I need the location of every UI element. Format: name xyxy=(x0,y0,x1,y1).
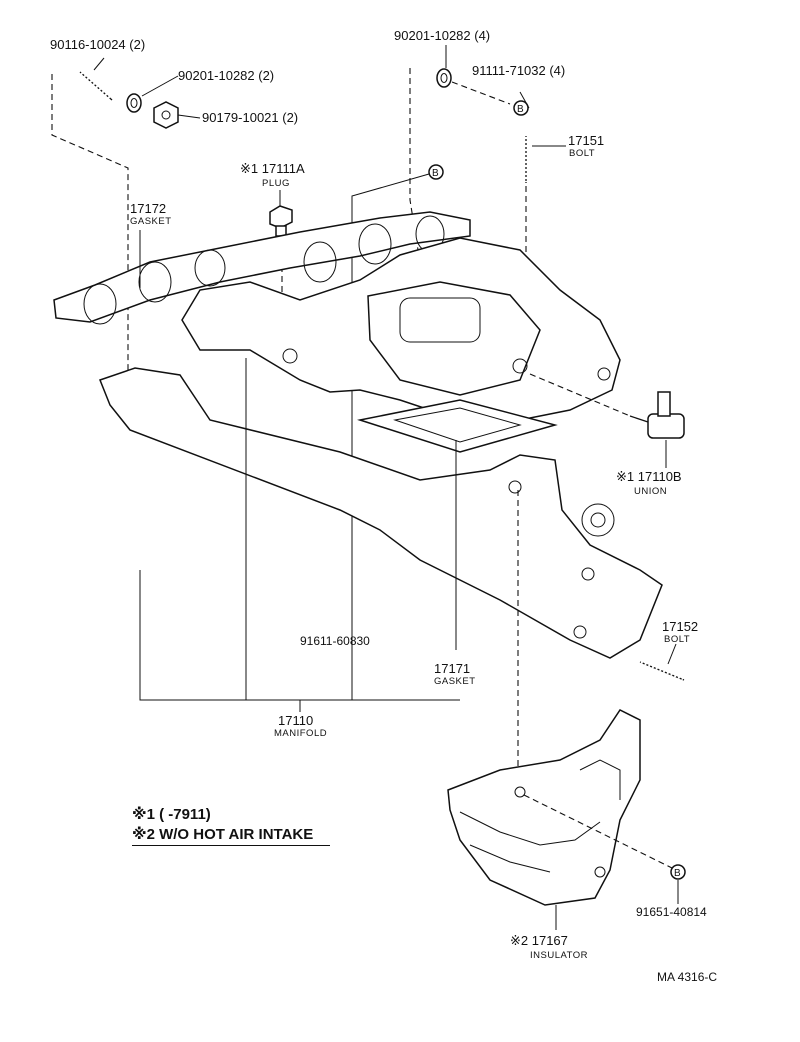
callout-17151-desc: BOLT xyxy=(569,148,596,159)
callout-17167: ※2 17167 xyxy=(510,933,568,948)
callout-90179-10021: 90179-10021 (2) xyxy=(202,110,299,125)
callout-90201-10282: 90201-10282 (2) xyxy=(178,68,275,83)
svg-text:B: B xyxy=(432,168,439,179)
svg-text:B: B xyxy=(674,868,681,879)
callout-91111-71032: 91111-71032 (4) xyxy=(472,63,566,78)
callout-91611-60830: 91611-60830 xyxy=(300,634,370,648)
callout-90116-10024: 90116-10024 (2) xyxy=(50,37,146,52)
callout-17110b: ※1 17110B xyxy=(616,469,682,484)
intake-manifold xyxy=(181,237,621,421)
exhaust-gasket xyxy=(53,211,471,325)
callout-17167-desc: INSULATOR xyxy=(530,950,588,961)
ref-marker-b xyxy=(428,164,444,180)
callout-17111a: ※1 17111A xyxy=(240,161,305,176)
heat-insulator xyxy=(447,709,641,906)
svg-text:B: B xyxy=(517,104,524,115)
union-icon xyxy=(629,391,685,439)
carburetor-gasket xyxy=(357,399,558,453)
note-2: ※2 W/O HOT AIR INTAKE xyxy=(132,826,314,843)
callout-90201-10282-x4: 90201-10282 (4) xyxy=(394,28,491,43)
stud-icon xyxy=(79,71,113,101)
callout-17111a-desc: PLUG xyxy=(262,178,290,189)
washer-icon xyxy=(126,93,142,113)
callout-17171: 17171 xyxy=(434,661,471,676)
ref-marker-b xyxy=(670,864,686,880)
callout-17151: 17151 xyxy=(568,133,605,148)
callout-17172-desc: GASKET xyxy=(130,216,172,227)
callout-91651-40814: 91651-40814 xyxy=(636,905,707,919)
plug-icon xyxy=(269,205,293,237)
callout-17152-desc: BOLT xyxy=(664,634,691,645)
exhaust-manifold xyxy=(99,367,663,659)
bolt-icon xyxy=(639,660,685,681)
callout-17171-desc: GASKET xyxy=(434,676,476,687)
callout-17110b-desc: UNION xyxy=(634,486,668,497)
ref-marker-b xyxy=(513,100,529,116)
callout-17152: 17152 xyxy=(662,619,699,634)
callout-17110: 17110 xyxy=(278,713,314,728)
nut-icon xyxy=(153,101,179,129)
note-underline xyxy=(132,845,330,846)
washer-icon xyxy=(436,68,452,88)
callout-17172: 17172 xyxy=(130,201,167,216)
note-1: ※1 ( -7911) xyxy=(132,806,211,823)
diagram-code: MA 4316-C xyxy=(657,970,718,984)
callout-17110-desc: MANIFOLD xyxy=(274,728,328,739)
